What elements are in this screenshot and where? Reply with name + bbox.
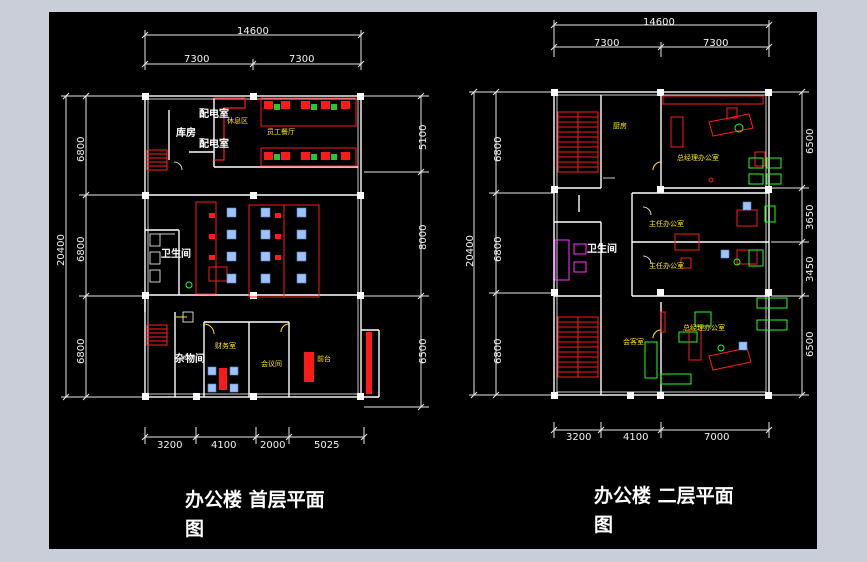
first-room-front-label: 前台: [317, 354, 331, 363]
first-bottom-dimension-lines: [141, 427, 368, 444]
first-floor-plan: 14600 7300 7300 20400 6800 6800 6800: [56, 26, 429, 451]
second-stairs: [557, 111, 599, 378]
second-dim-left-3: 6800: [493, 339, 504, 364]
floor-plans-svg: 14600 7300 7300 20400 6800 6800 6800: [56, 17, 816, 451]
second-dim-bottom-2: 4100: [623, 432, 648, 443]
second-dim-bottom-3: 7000: [704, 432, 729, 443]
first-dim-left-1: 6800: [76, 137, 87, 162]
second-dim-left-total: 20400: [465, 235, 476, 267]
first-room-misc-label: 杂物间: [175, 352, 205, 365]
first-dim-left-2: 6800: [76, 237, 87, 262]
second-room-gm2-label: 总经理办公室: [683, 323, 725, 332]
second-room-gm-label: 总经理办公室: [677, 153, 719, 162]
first-floor-caption-line1: 办公楼 首层平面: [185, 489, 325, 511]
first-red-partition: [214, 97, 246, 161]
second-room-wc-label: 卫生间: [587, 242, 617, 255]
first-room-staff-label: 员工餐厅: [267, 127, 295, 136]
first-room-finance-label: 财务室: [215, 341, 236, 350]
second-dim-left-2: 6800: [493, 237, 504, 262]
first-dim-total: 14600: [237, 26, 269, 37]
second-room-mgr1-label: 主任办公室: [649, 219, 684, 228]
second-room-mgr2-label: 主任办公室: [649, 261, 684, 270]
first-dim-left-3: 6800: [76, 339, 87, 364]
first-dim-bottom-2: 4100: [211, 440, 236, 451]
first-floor-caption-line2: 图: [185, 518, 205, 540]
second-left-dimension-lines: [469, 88, 554, 399]
second-floor-caption: 办公楼 二层平面 图: [594, 482, 734, 540]
first-room-rest-label: 休息区: [227, 116, 248, 125]
second-dim-right-2: 3650: [805, 205, 816, 230]
second-dim-total: 14600: [643, 17, 675, 28]
second-room-reception-label: 会客室: [623, 337, 644, 346]
first-room-meeting-label: 会议间: [261, 359, 282, 368]
second-manager-desks: [603, 161, 776, 371]
second-dim-bottom-1: 3200: [566, 432, 591, 443]
first-walls: [144, 95, 380, 398]
second-wc-fixtures: [554, 239, 587, 281]
first-room-store-label: 库房: [176, 126, 196, 139]
first-finance-furniture: [173, 161, 372, 394]
second-columns: [551, 89, 772, 399]
second-top-dimension-lines: [550, 20, 773, 57]
first-wc-fixtures: [149, 233, 175, 283]
first-columns: [142, 93, 364, 400]
second-dim-top-b: 7300: [703, 38, 728, 49]
first-dim-bottom-4: 5025: [314, 440, 339, 451]
first-dim-left-total: 20400: [56, 234, 67, 266]
cad-drawing-canvas: 14600 7300 7300 20400 6800 6800 6800: [49, 12, 817, 549]
first-dim-right-2: 8000: [418, 225, 429, 250]
first-dim-top-b: 7300: [289, 54, 314, 65]
first-office-desks: [195, 201, 320, 298]
second-dim-right-4: 6500: [805, 332, 816, 357]
first-canteen-furniture: [260, 97, 357, 167]
first-room-wc-label: 卫生间: [161, 247, 191, 260]
first-dim-top-a: 7300: [184, 54, 209, 65]
second-right-dimension-lines: [771, 88, 809, 399]
first-floor-caption: 办公楼 首层平面 图: [185, 486, 325, 544]
second-floor-caption-line1: 办公楼 二层平面: [594, 485, 734, 507]
second-gm-office-furniture: [662, 95, 766, 183]
second-dim-right-3: 3450: [805, 257, 816, 282]
second-sofas-green: [644, 157, 788, 385]
first-top-dimension-lines: [141, 30, 365, 70]
second-floor-plan: 14600 7300 7300 20400 6800 6800 6800: [465, 17, 816, 443]
second-bottom-dimension-lines: [550, 422, 773, 438]
first-left-dimension-lines: [61, 92, 147, 401]
first-dim-bottom-3: 2000: [260, 440, 285, 451]
first-room-power-label: 配电室: [199, 107, 229, 120]
first-room-power2-label: 配电室: [199, 137, 229, 150]
second-room-kitchen-label: 厨房: [613, 121, 627, 130]
first-dim-right-3: 6500: [418, 339, 429, 364]
second-dim-left-1: 6800: [493, 137, 504, 162]
first-right-dimension-lines: [364, 92, 429, 411]
first-dim-right-1: 5100: [418, 125, 429, 150]
second-floor-caption-line2: 图: [594, 514, 614, 536]
first-dim-bottom-1: 3200: [157, 440, 182, 451]
second-dim-top-a: 7300: [594, 38, 619, 49]
first-stairs: [146, 149, 168, 346]
second-dim-right-1: 6500: [805, 129, 816, 154]
